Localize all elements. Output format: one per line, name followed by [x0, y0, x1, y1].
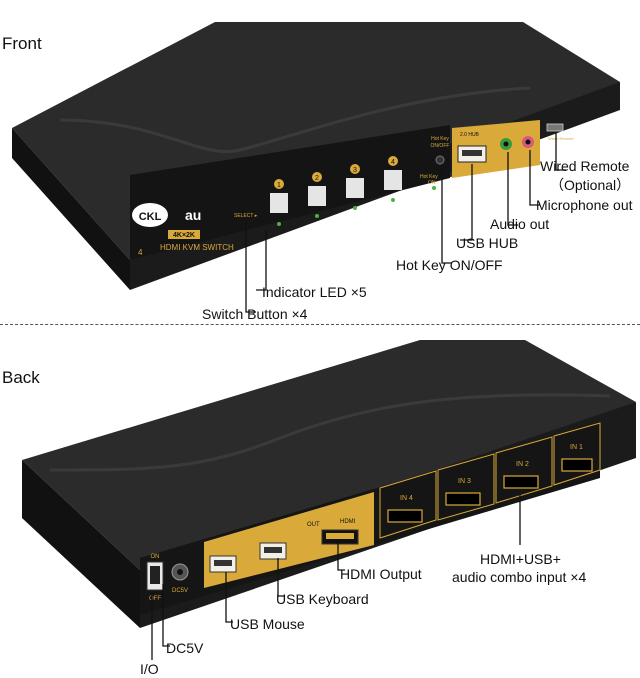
svg-text:4: 4: [391, 159, 395, 166]
back-title: Back: [2, 368, 40, 387]
logo-oval: [132, 203, 168, 227]
svg-text:2.0 HUB: 2.0 HUB: [460, 132, 480, 138]
svg-text:SELECT ▸: SELECT ▸: [234, 213, 258, 219]
svg-text:IN 4: IN 4: [400, 495, 413, 502]
svg-text:2: 2: [315, 175, 319, 182]
callout-microphone-out: Microphone out: [536, 197, 633, 213]
svg-text:4: 4: [138, 248, 143, 257]
indicator-leds: [277, 186, 436, 226]
switch-button-2: [308, 186, 326, 206]
back-device: ON OFF DC5V OUT HDMI IN 4 IN 3 IN: [22, 340, 636, 660]
svg-text:au: au: [185, 207, 201, 223]
svg-text:ON: ON: [151, 554, 160, 560]
output-gold-panel: [204, 492, 374, 588]
svg-text:OUT: OUT: [307, 522, 320, 528]
callout-wired-remote-note: （Optional）: [550, 177, 631, 193]
switch-button-4: [384, 170, 402, 190]
switch-button-1: [270, 193, 288, 213]
svg-text:HDMI KVM SWITCH: HDMI KVM SWITCH: [160, 243, 234, 252]
callout-combo-line1: HDMI+USB+: [480, 551, 561, 567]
svg-text:IN 1: IN 1: [570, 444, 583, 451]
hotkey-button: [435, 155, 445, 165]
callout-switch-button: Switch Button ×4: [202, 306, 308, 322]
svg-text:HDMI: HDMI: [340, 519, 356, 525]
hdmi-inputs: [379, 422, 601, 539]
hdmi-input-ports: [387, 458, 593, 523]
callout-usb-keyboard: USB Keyboard: [276, 591, 369, 607]
svg-text:CKL: CKL: [139, 211, 162, 223]
audio-usb-gold-panel: [452, 120, 540, 178]
svg-text:Hot Key: Hot Key: [431, 136, 449, 142]
switch-button-3: [346, 178, 364, 198]
section-divider: [0, 324, 640, 325]
callout-audio-out: Audio out: [490, 216, 550, 232]
callout-dc5v: DC5V: [166, 640, 204, 656]
svg-text:OFF: OFF: [149, 596, 161, 602]
svg-text:IN 3: IN 3: [458, 478, 471, 485]
button-number-badges: 1 2 3 4: [274, 156, 398, 189]
callout-wired-remote: Wired Remote: [540, 158, 630, 174]
svg-text:DC5V: DC5V: [172, 588, 188, 594]
callout-usb-hub: USB HUB: [456, 235, 519, 251]
svg-text:3: 3: [353, 167, 357, 174]
svg-text:ON/OFF: ON/OFF: [431, 143, 450, 149]
svg-text:Wired Remote: Wired Remote: [548, 136, 574, 141]
callout-hot-key: Hot Key ON/OFF: [396, 257, 503, 273]
svg-text:4K×2K: 4K×2K: [173, 232, 195, 239]
svg-text:IN 2: IN 2: [516, 461, 529, 468]
svg-text:1: 1: [277, 182, 281, 189]
switch-buttons: [270, 170, 402, 213]
callout-indicator-led: Indicator LED ×5: [262, 284, 367, 300]
callout-hdmi-output: HDMI Output: [340, 566, 422, 582]
svg-text:ON: ON: [428, 180, 436, 186]
callout-io: I/O: [140, 661, 159, 677]
front-title: Front: [2, 34, 42, 53]
callout-combo-line2: audio combo input ×4: [452, 569, 587, 585]
callout-usb-mouse: USB Mouse: [230, 616, 305, 632]
front-device: CKL au 4K×2K HDMI KVM SWITCH 4 SELECT ▸ …: [12, 22, 620, 313]
svg-text:Hot Key: Hot Key: [420, 174, 438, 180]
wired-remote-port: [546, 123, 564, 132]
